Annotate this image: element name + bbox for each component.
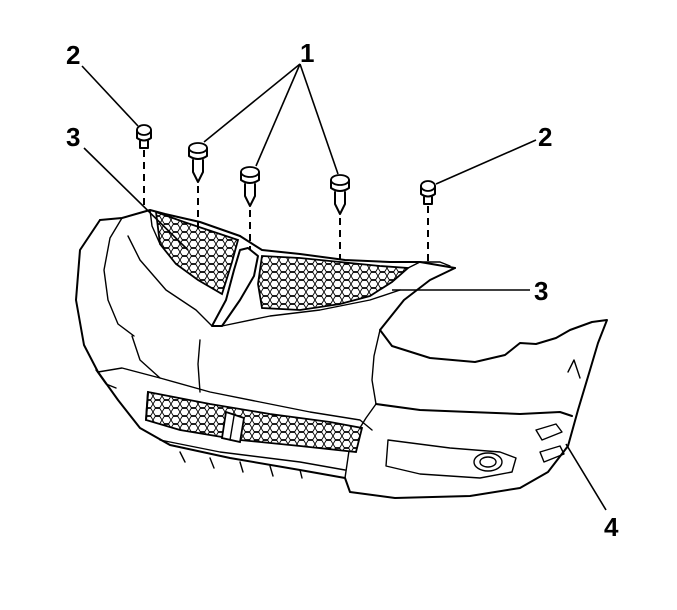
push-pin-retainer [188, 142, 208, 234]
callout-grille-left: 3 [66, 122, 81, 152]
callout-push-pin-retainers: 1 [300, 38, 315, 68]
push-pin-retainer [240, 166, 260, 250]
callout-bolts-right: 2 [538, 122, 553, 152]
upper-grille-left [149, 209, 240, 296]
bumper-fascia [75, 209, 608, 499]
bolt-fastener [420, 180, 436, 262]
push-pin-retainer [330, 174, 350, 260]
upper-grille-right [257, 255, 451, 311]
leader-lines [81, 63, 607, 511]
callout-grille-right: 3 [534, 276, 549, 306]
callout-bolts-left: 2 [66, 40, 81, 70]
lower-grille [145, 390, 364, 453]
callout-fascia: 4 [604, 512, 619, 542]
bolt-fastener [136, 124, 152, 210]
